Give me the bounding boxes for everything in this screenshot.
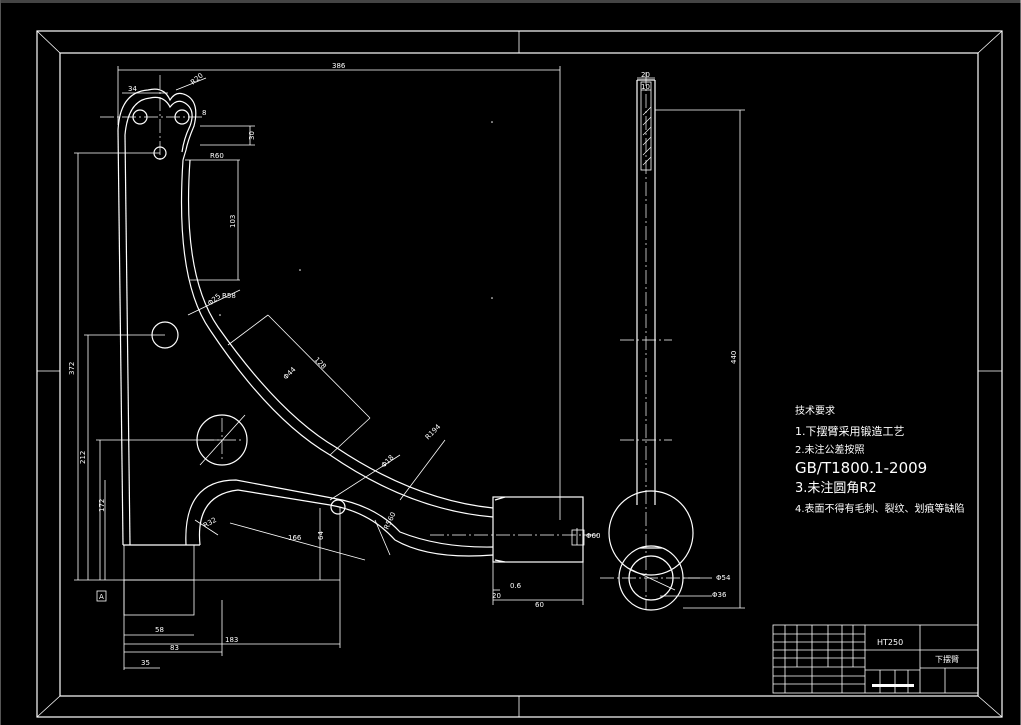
dim-212: 212 (79, 451, 87, 464)
dim-166: 166 (288, 534, 302, 542)
dim-r60: R60 (210, 152, 224, 160)
dim-overall-width: 386 (332, 62, 346, 70)
dim-440: 440 (730, 351, 738, 364)
dim-34: 34 (128, 85, 137, 93)
dim-r58: R58 (222, 292, 236, 300)
dim-172: 172 (98, 499, 106, 512)
dim-phi36: Φ36 (712, 591, 727, 599)
dim-83: 83 (170, 644, 179, 652)
notes-line-2: 2.未注公差按照 (795, 443, 865, 456)
dim-0-6: 0.6 (510, 582, 522, 590)
dim-20-h: 20 (492, 592, 501, 600)
dim-side-10: 10 (641, 83, 650, 91)
front-view-dimension-lines (74, 66, 584, 670)
dim-128: 128 (313, 356, 328, 371)
dim-183: 183 (225, 636, 238, 644)
front-view-outline (100, 75, 600, 616)
dim-side-20: 20 (641, 71, 650, 79)
notes-line-4: 3.未注圆角R2 (795, 481, 877, 496)
notes-line-3: GB/T1800.1-2009 (795, 459, 927, 477)
dim-30: 30 (248, 131, 256, 140)
title-block-stamp-bar (872, 684, 914, 687)
notes-line-1: 1.下摆臂采用锻造工艺 (795, 424, 905, 438)
datum-a-marker: A (96, 590, 107, 602)
dim-r32: R32 (202, 516, 218, 530)
side-view: 20 10 440 Φ54 Φ36 (600, 71, 745, 611)
dim-64: 64 (317, 531, 325, 540)
viewport-top-strip (0, 0, 1021, 3)
dim-8: 8 (202, 109, 206, 117)
dim-phi44: Φ44 (282, 365, 298, 381)
dim-phi54: Φ54 (716, 574, 731, 582)
dim-phi60: Φ60 (586, 532, 600, 540)
sheet-frame (36, 0, 1021, 725)
dim-r194: R194 (424, 422, 443, 441)
dim-372: 372 (68, 362, 76, 375)
title-block: HT250 下摆臂 (772, 624, 979, 694)
notes-line-5: 4.表面不得有毛刺、裂纹、划痕等缺陷 (795, 502, 965, 515)
title-block-part-name: 下摆臂 (935, 654, 959, 664)
dim-58: 58 (155, 626, 164, 634)
notes-title: 技术要求 (795, 404, 835, 417)
dim-phi25: Φ25 (206, 292, 222, 307)
dim-r20: R20 (189, 72, 205, 87)
datum-a-label: A (99, 593, 104, 601)
title-block-material: HT250 (877, 638, 903, 647)
dim-103: 103 (229, 215, 237, 228)
dim-35: 35 (141, 659, 150, 667)
dim-60: 60 (535, 601, 544, 609)
technical-requirements: 技术要求 1.下摆臂采用锻造工艺 2.未注公差按照 GB/T1800.1-200… (795, 404, 965, 515)
dim-phi18: Φ18 (380, 454, 396, 470)
